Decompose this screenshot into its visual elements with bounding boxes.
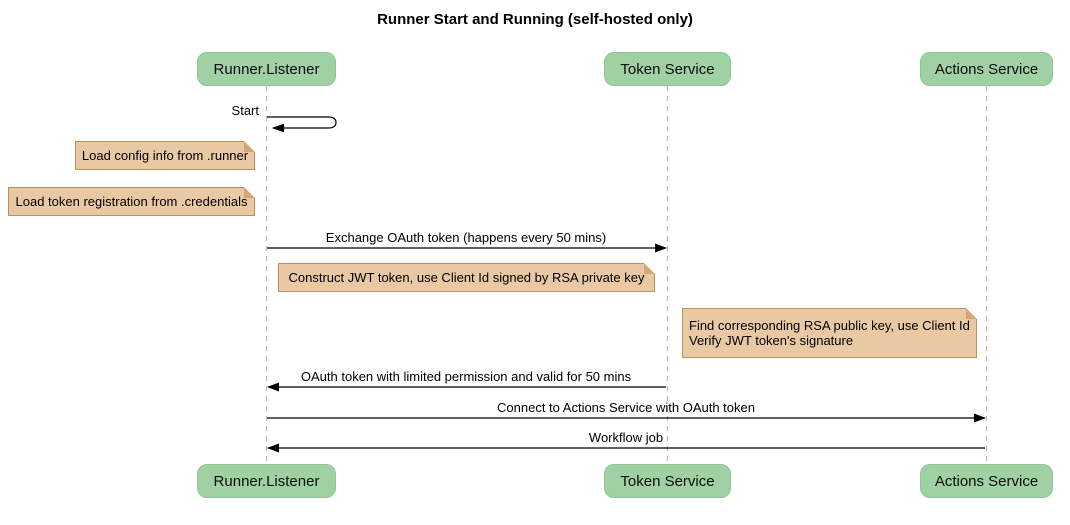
message-label-exchange-oauth: Exchange OAuth token (happens every 50 m… (325, 230, 607, 245)
message-label-oauth-return: OAuth token with limited permission and … (300, 369, 632, 384)
note-text-line2: Verify JWT token's signature (689, 333, 854, 348)
arrow-start-self-message (267, 116, 337, 133)
note-fold-icon (244, 187, 255, 198)
note-text-line1: Find corresponding RSA public key, use C… (689, 318, 970, 333)
note-fold-icon (244, 141, 255, 152)
participant-actions-service-bottom: Actions Service (920, 464, 1053, 498)
note-fold-icon (966, 308, 977, 319)
note-fold-icon (644, 263, 655, 274)
note-load-token-registration: Load token registration from .credential… (8, 187, 255, 216)
note-text: Load token registration from .credential… (15, 194, 248, 209)
message-label-connect-actions: Connect to Actions Service with OAuth to… (497, 400, 755, 415)
note-text: Load config info from .runner (81, 148, 249, 163)
participant-runner-listener-bottom: Runner.Listener (197, 464, 336, 498)
note-text: Construct JWT token, use Client Id signe… (288, 270, 645, 285)
participant-actions-service-top: Actions Service (920, 52, 1053, 86)
message-label-workflow-job: Workflow job (588, 430, 664, 445)
diagram-title: Runner Start and Running (self-hosted on… (377, 11, 693, 28)
participant-token-service-bottom: Token Service (604, 464, 731, 498)
participant-runner-listener-top: Runner.Listener (197, 52, 336, 86)
note-construct-jwt: Construct JWT token, use Client Id signe… (278, 263, 655, 292)
participant-token-service-top: Token Service (604, 52, 731, 86)
message-label-start: Start (231, 103, 259, 118)
note-find-rsa-verify-jwt: Find corresponding RSA public key, use C… (682, 308, 977, 358)
note-load-config: Load config info from .runner (75, 141, 255, 170)
